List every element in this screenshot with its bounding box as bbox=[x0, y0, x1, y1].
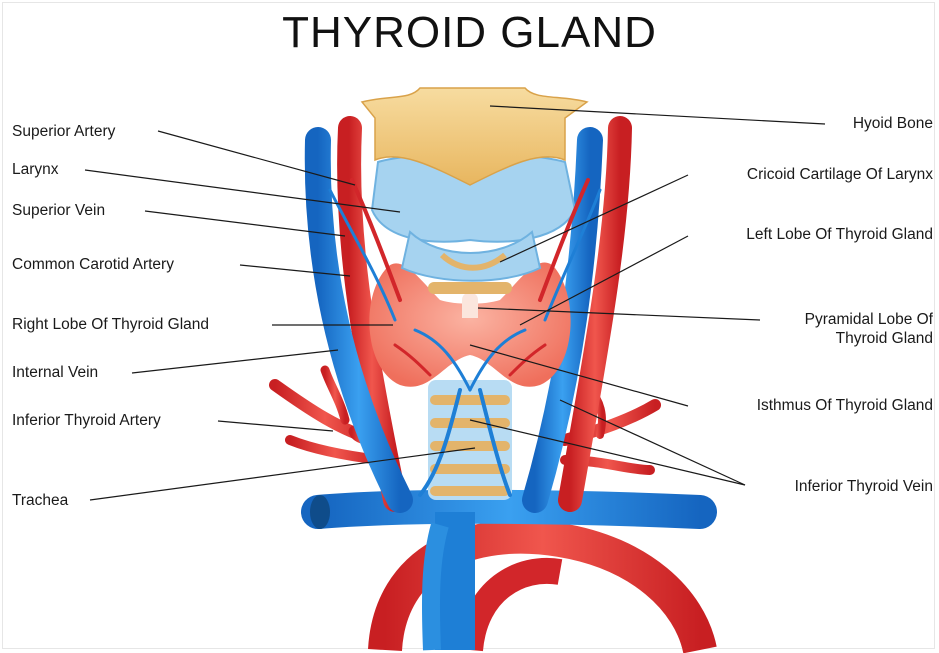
leader-internal-vein bbox=[132, 350, 338, 373]
label-pyramidal-lobe-line-1: Pyramidal Lobe Of bbox=[805, 311, 933, 329]
label-superior-artery: Superior Artery bbox=[12, 123, 115, 141]
label-isthmus-of-thyroid-gland: Isthmus Of Thyroid Gland bbox=[757, 397, 933, 415]
label-internal-vein: Internal Vein bbox=[12, 364, 98, 382]
label-superior-vein: Superior Vein bbox=[12, 202, 105, 220]
label-hyoid-bone: Hyoid Bone bbox=[853, 115, 933, 133]
label-inferior-thyroid-artery: Inferior Thyroid Artery bbox=[12, 412, 161, 430]
label-right-lobe-of-thyroid-gland: Right Lobe Of Thyroid Gland bbox=[12, 316, 209, 334]
label-cricoid-cartilage-of-larynx: Cricoid Cartilage Of Larynx bbox=[747, 166, 933, 184]
trachea bbox=[428, 380, 512, 500]
label-inferior-thyroid-vein: Inferior Thyroid Vein bbox=[795, 478, 933, 496]
label-trachea: Trachea bbox=[12, 492, 68, 510]
label-larynx: Larynx bbox=[12, 161, 59, 179]
label-common-carotid-artery: Common Carotid Artery bbox=[12, 256, 174, 274]
label-left-lobe-of-thyroid-gland: Left Lobe Of Thyroid Gland bbox=[746, 226, 933, 244]
leader-inferior-thyroid-artery bbox=[218, 421, 333, 431]
label-pyramidal-lobe-line-2: Thyroid Gland bbox=[836, 330, 933, 348]
